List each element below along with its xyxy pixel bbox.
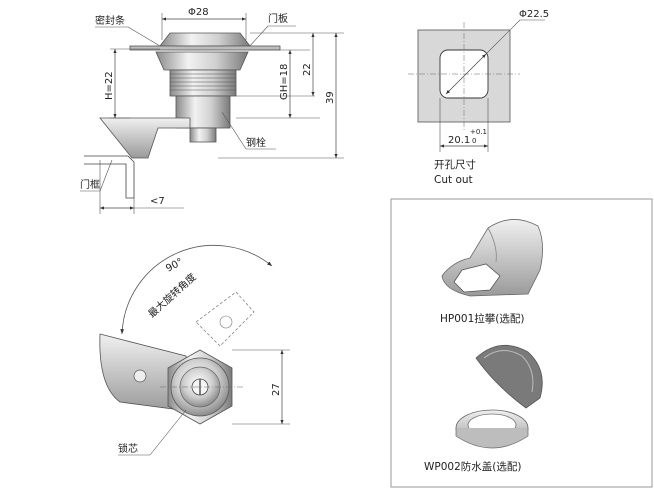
flange-head bbox=[159, 32, 251, 47]
seal-label: 密封条 bbox=[95, 14, 125, 27]
nut bbox=[155, 51, 249, 71]
accessories-panel: HP001拉攀(选配) WP002防水盖(选配) bbox=[390, 198, 653, 488]
cam-rotated-outline bbox=[195, 291, 255, 347]
cutout-title-en: Cut out bbox=[434, 174, 473, 186]
cutout-width-label: 20.1 bbox=[448, 135, 470, 146]
front-height-label: 27 bbox=[271, 383, 282, 396]
angle-label: 90° bbox=[164, 257, 185, 275]
door-panel-plate bbox=[129, 45, 281, 51]
side-view: Φ28 密封条 门板 钢栓 bbox=[80, 7, 344, 214]
cutout-view: Φ22.5 20.1 +0.1 0 开孔尺寸 Cut out bbox=[408, 9, 549, 186]
dim-39-label: 39 bbox=[325, 91, 336, 104]
cam-screw bbox=[133, 369, 147, 383]
rotation-arc bbox=[120, 244, 273, 335]
cutout-tol-minus: 0 bbox=[472, 137, 476, 145]
hp001-label: HP001拉攀(选配) bbox=[440, 312, 524, 325]
thread-body bbox=[169, 69, 237, 97]
cutout-title-cn: 开孔尺寸 bbox=[434, 158, 476, 171]
hp001-square-hole bbox=[453, 263, 501, 293]
door-frame-label: 门框 bbox=[80, 178, 100, 191]
front-view: 90° 最大旋转角度 27 锁芯 bbox=[99, 244, 290, 456]
rotation-angle-label: 最大旋转角度 bbox=[145, 270, 198, 320]
grip-height-label: GH=18 bbox=[279, 64, 290, 100]
dim-22-label: 22 bbox=[302, 63, 313, 76]
offset-label: <7 bbox=[150, 196, 165, 207]
door-frame bbox=[84, 155, 135, 199]
wp002-waterproof-cap bbox=[455, 344, 543, 449]
flange-diameter-label: Φ28 bbox=[188, 7, 209, 18]
height-label: H=22 bbox=[104, 71, 115, 100]
cam-rotated-hole bbox=[219, 315, 233, 329]
cutout-tol-plus: +0.1 bbox=[470, 128, 487, 136]
cam-stem bbox=[189, 127, 217, 143]
cam-arm bbox=[99, 117, 191, 159]
cutout-diameter-label: Φ22.5 bbox=[519, 9, 549, 20]
hp001-pull-handle bbox=[441, 219, 543, 297]
wp002-label: WP002防水盖(选配) bbox=[424, 460, 521, 473]
door-panel-label: 门板 bbox=[268, 12, 288, 25]
latch-label: 钢栓 bbox=[246, 136, 266, 149]
lock-core-label: 锁芯 bbox=[118, 442, 138, 455]
